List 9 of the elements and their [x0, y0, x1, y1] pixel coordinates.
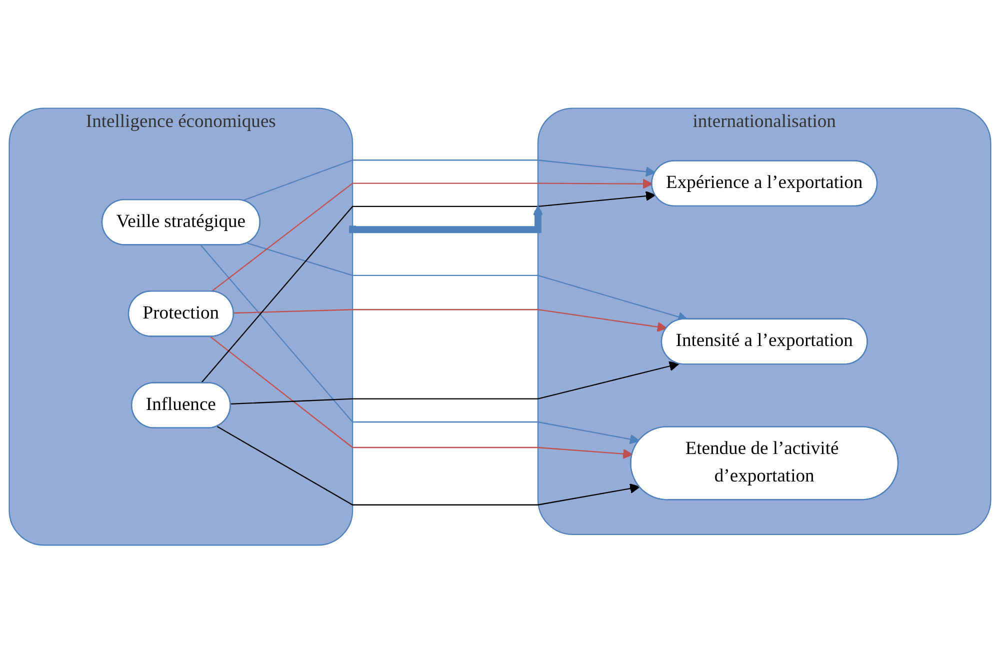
arrow	[200, 191, 656, 384]
arrow	[242, 160, 656, 202]
arrow	[210, 179, 653, 292]
arrow	[234, 309, 668, 332]
arrow	[230, 361, 680, 405]
arrow	[216, 426, 640, 506]
arrow	[210, 336, 633, 460]
arrow	[349, 206, 544, 234]
arrow	[200, 245, 640, 445]
